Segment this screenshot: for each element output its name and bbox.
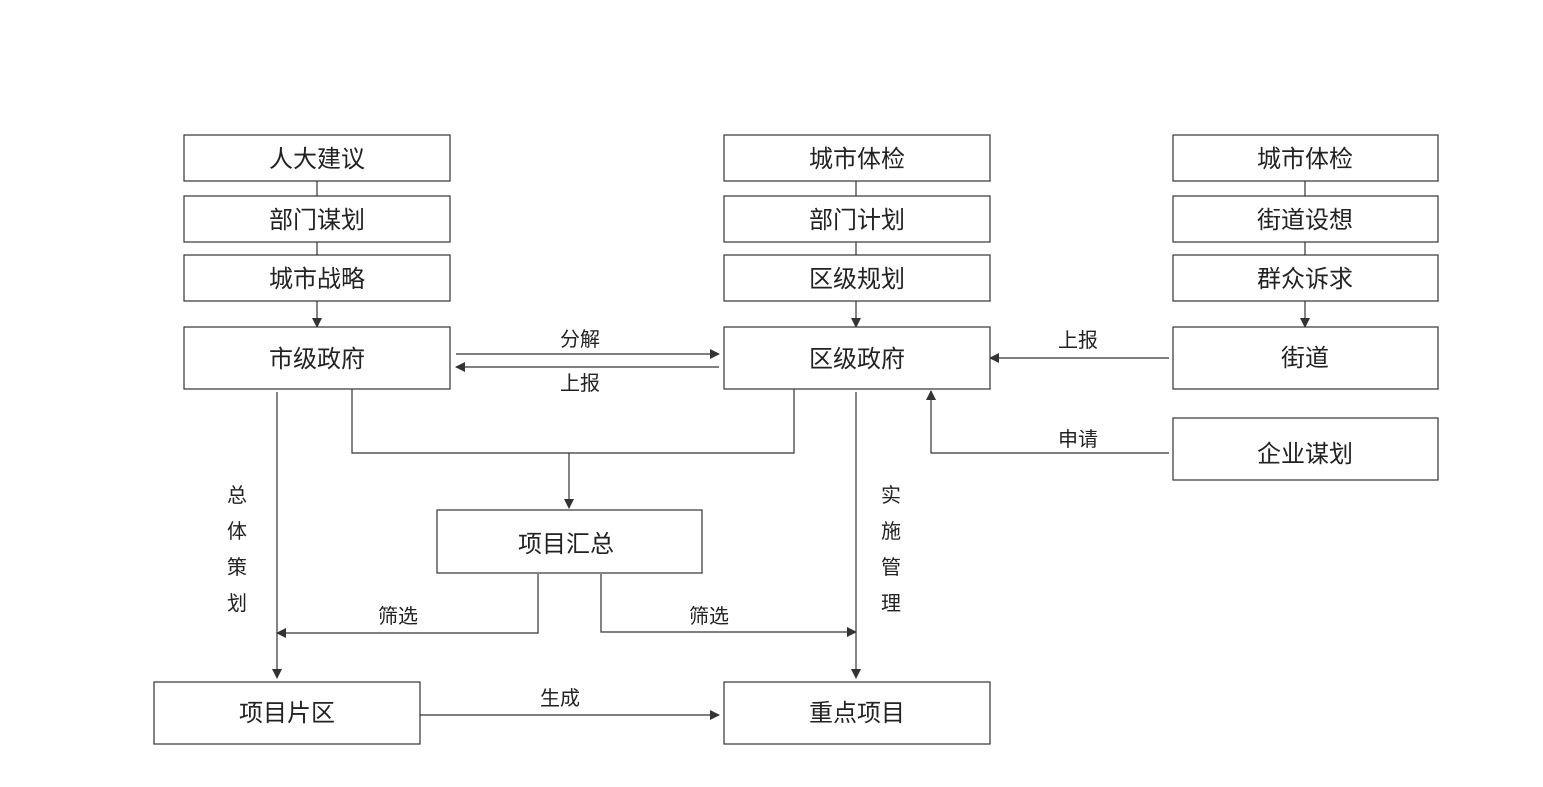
- svg-text:街道设想: 街道设想: [1257, 206, 1353, 234]
- arrow-apply: [926, 390, 1169, 454]
- svg-text:划: 划: [227, 591, 247, 615]
- svg-text:市级政府: 市级政府: [269, 345, 365, 373]
- label-generate: 生成: [540, 686, 580, 710]
- box-street-idea: 街道设想: [1172, 195, 1439, 243]
- box-project-summary: 项目汇总: [436, 509, 703, 574]
- box-district-planning: 区级规划: [723, 254, 991, 302]
- box-enterprise-plan: 企业谋划: [1172, 417, 1439, 481]
- svg-text:人大建议: 人大建议: [269, 145, 365, 173]
- box-street: 街道: [1172, 326, 1439, 390]
- svg-text:项目汇总: 项目汇总: [518, 530, 614, 558]
- label-filter-right: 筛选: [689, 604, 729, 628]
- label-apply: 申请: [1058, 427, 1098, 451]
- box-city-government: 市级政府: [183, 326, 451, 390]
- label-decompose: 分解: [560, 327, 600, 351]
- box-city-strategy: 城市战略: [183, 254, 451, 302]
- label-filter-left: 筛选: [378, 604, 418, 628]
- label-report-left: 上报: [560, 371, 600, 395]
- box-city-checkup-right: 城市体检: [1172, 134, 1439, 182]
- svg-text:理: 理: [881, 591, 901, 615]
- svg-text:群众诉求: 群众诉求: [1257, 265, 1353, 293]
- svg-text:项目片区: 项目片区: [239, 699, 335, 727]
- svg-text:策: 策: [227, 555, 247, 579]
- svg-text:城市体检: 城市体检: [1257, 145, 1353, 173]
- svg-text:区级政府: 区级政府: [809, 345, 905, 373]
- svg-text:城市战略: 城市战略: [269, 265, 365, 293]
- svg-text:部门计划: 部门计划: [809, 206, 905, 234]
- svg-text:体: 体: [227, 519, 247, 543]
- svg-text:城市体检: 城市体检: [809, 145, 905, 173]
- label-overall-planning: 总 体 策 划: [227, 483, 247, 615]
- box-city-checkup-middle: 城市体检: [723, 134, 991, 182]
- box-public-demand: 群众诉求: [1172, 254, 1439, 302]
- svg-text:重点项目: 重点项目: [809, 699, 905, 727]
- svg-text:施: 施: [881, 519, 901, 543]
- svg-text:街道: 街道: [1281, 344, 1329, 372]
- svg-text:部门谋划: 部门谋划: [269, 206, 365, 234]
- box-department-plan-middle: 部门计划: [723, 195, 991, 243]
- connector-govs-merge: [351, 389, 795, 454]
- svg-text:总: 总: [227, 483, 247, 507]
- arrow-filter-left: [276, 574, 539, 638]
- box-district-government: 区级政府: [723, 326, 991, 390]
- svg-text:企业谋划: 企业谋划: [1257, 440, 1353, 468]
- svg-text:管: 管: [881, 555, 901, 579]
- svg-text:区级规划: 区级规划: [809, 265, 905, 293]
- label-report-right: 上报: [1058, 328, 1098, 352]
- arrow-filter-right: [600, 574, 857, 637]
- box-key-project: 重点项目: [723, 681, 991, 745]
- box-project-area: 项目片区: [153, 681, 421, 745]
- label-implementation: 实 施 管 理: [881, 483, 901, 615]
- box-renda-suggestion: 人大建议: [183, 134, 451, 182]
- svg-text:实: 实: [881, 483, 901, 507]
- box-department-plan-left: 部门谋划: [183, 195, 451, 243]
